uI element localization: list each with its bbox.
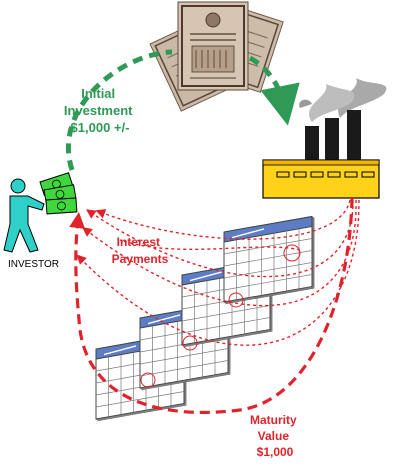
cash-bills-icon: [39, 172, 78, 215]
maturity-value-arrow: [69, 197, 354, 414]
payment-date-markers: [140, 244, 301, 388]
investor-label: INVESTOR: [8, 259, 59, 270]
interest-payments-label: Interest Payments: [112, 235, 169, 266]
factory-icon: [262, 78, 387, 199]
maturity-value-label: Maturity Value $1,000: [250, 413, 300, 459]
investment-arrow-head-segment: [248, 55, 300, 126]
initial-investment-label: Initial Investment $1,000 +/-: [64, 86, 136, 135]
interest-payment-arrows: [76, 199, 360, 346]
calendar-icon: [223, 215, 315, 305]
investment-arrow: [65, 49, 173, 171]
investor-person-icon: [3, 178, 45, 253]
bond-certificates-icon: [149, 1, 284, 112]
